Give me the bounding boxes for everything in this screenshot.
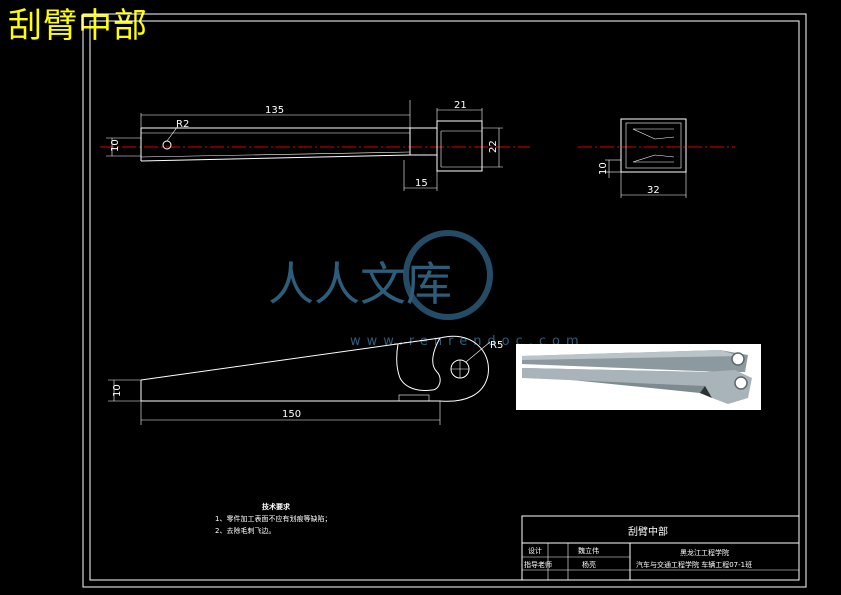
dim-side-10: 10 bbox=[598, 162, 609, 175]
title-department: 汽车与交通工程学院 车辆工程07-1班 bbox=[636, 560, 752, 569]
bottom-view: R5 10 150 bbox=[108, 335, 503, 425]
tech-requirements: 技术要求 1、零件加工表面不应有划痕等缺陷； 2、去除毛刺飞边。 bbox=[215, 502, 331, 535]
dim-right-22: 22 bbox=[488, 140, 499, 153]
tech-title: 技术要求 bbox=[262, 502, 291, 511]
dim-left-10: 10 bbox=[110, 139, 121, 152]
watermark-text: 人人文库 bbox=[268, 257, 452, 311]
front-view: R2 135 21 10 22 15 bbox=[100, 100, 530, 191]
title-advisor-label: 指导老师 bbox=[524, 560, 552, 569]
dim-right-21: 21 bbox=[454, 100, 467, 111]
dim-bottom-10: 10 bbox=[112, 384, 123, 397]
outer-border bbox=[82, 13, 807, 588]
tech-item-1: 1、零件加工表面不应有划痕等缺陷； bbox=[215, 514, 331, 523]
dim-bottom-15: 15 bbox=[415, 178, 428, 189]
title-designer: 魏立伟 bbox=[578, 546, 599, 555]
title-school: 黑龙江工程学院 bbox=[680, 548, 729, 557]
inner-border bbox=[89, 20, 800, 581]
dim-length-150: 150 bbox=[282, 409, 301, 420]
drawing-header-title: 刮臂中部 bbox=[8, 6, 148, 46]
title-advisor: 杨亮 bbox=[582, 560, 596, 569]
title-design-label: 设计 bbox=[528, 546, 542, 555]
title-part-name: 刮臂中部 bbox=[628, 525, 668, 538]
dim-length-135: 135 bbox=[265, 105, 284, 116]
part-3d-render bbox=[516, 344, 761, 410]
bottom-hole-label: R5 bbox=[490, 340, 503, 351]
watermark-logo: 人人文库 www.renrendoc.com bbox=[268, 230, 579, 349]
title-block: 刮臂中部 设计 魏立伟 指导老师 杨亮 黑龙江工程学院 汽车与交通工程学院 车辆… bbox=[521, 515, 800, 581]
tech-item-2: 2、去除毛刺飞边。 bbox=[215, 526, 275, 535]
front-hole-label: R2 bbox=[176, 119, 189, 130]
side-view: 10 32 bbox=[578, 118, 735, 198]
dim-side-32: 32 bbox=[647, 185, 660, 196]
front-hole bbox=[162, 140, 172, 150]
